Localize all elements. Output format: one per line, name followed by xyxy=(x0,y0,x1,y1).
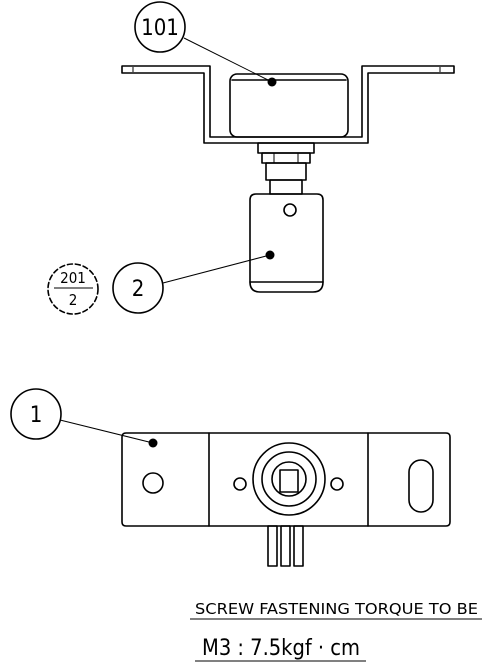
terminal-pins xyxy=(268,526,303,566)
balloon-201-top-label: 201 xyxy=(60,269,86,287)
balloon-201-2: 201 2 xyxy=(48,264,98,314)
bracket-part-101 xyxy=(122,66,454,143)
balloon-2: 2 xyxy=(113,255,270,313)
stem-assembly xyxy=(258,143,314,194)
balloon-101-label: 101 xyxy=(141,16,179,41)
bracket-top-view xyxy=(122,433,450,526)
balloon-1-label: 1 xyxy=(30,403,43,428)
balloon-1: 1 xyxy=(11,389,153,443)
balloon-101: 101 xyxy=(135,2,272,82)
balloon-201-bottom-label: 2 xyxy=(69,291,78,309)
torque-note: SCREW FASTENING TORQUE TO BE M3 : 7.5kgf… xyxy=(190,600,482,661)
note-line-1: SCREW FASTENING TORQUE TO BE xyxy=(195,600,478,618)
note-line-2: M3 : 7.5kgf · cm xyxy=(202,636,360,661)
knob-part-2 xyxy=(250,194,323,292)
balloon-2-label: 2 xyxy=(132,277,145,302)
